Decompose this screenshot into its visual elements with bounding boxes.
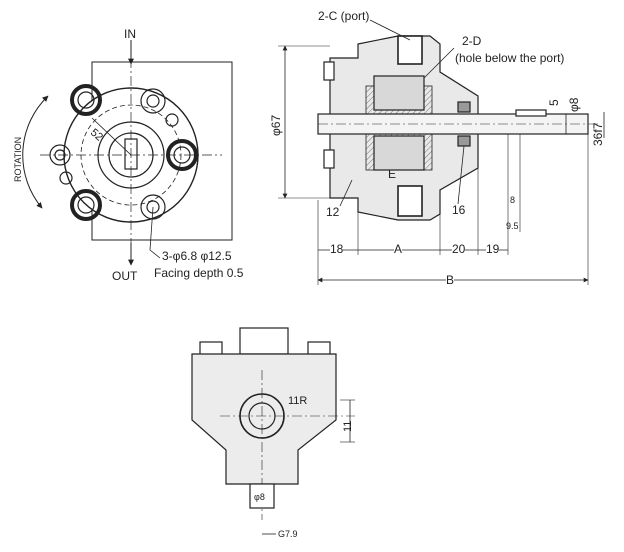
side-seal-lower <box>457 135 471 147</box>
ref-12: 12 <box>326 205 340 219</box>
rotation-arc <box>22 95 49 209</box>
port-leader <box>369 19 411 41</box>
dim-a: A <box>394 242 403 256</box>
side-port-top <box>397 35 423 65</box>
bottom-shaft <box>249 483 275 509</box>
in-label: IN <box>124 27 136 41</box>
side-gear-lower <box>373 135 425 171</box>
bottom-shaft-dia: φ8 <box>254 492 265 502</box>
front-port-bottom-left <box>70 189 102 221</box>
facing-note: Facing depth 0.5 <box>154 266 244 280</box>
small-95: 9.5 <box>506 221 519 231</box>
out-label: OUT <box>112 269 138 283</box>
port-label: 2-C (port) <box>318 9 370 23</box>
side-port-bottom <box>397 185 423 217</box>
bottom-shaft-tol: G7.9 <box>278 529 298 539</box>
front-small-hole-1 <box>165 113 179 127</box>
side-bolt-top <box>323 61 335 81</box>
dia-body-label: φ67 <box>269 114 283 136</box>
side-view <box>278 19 605 285</box>
radius-label: 11R <box>288 395 308 407</box>
front-port-right <box>166 139 198 171</box>
shaft-dim-label: 36f7 <box>591 122 605 146</box>
small-8: 8 <box>510 195 516 205</box>
ref-12-leader <box>339 179 353 207</box>
front-small-hole-2 <box>59 171 73 185</box>
hole-note: (hole below the port) <box>455 51 565 65</box>
ref-16-leader <box>457 145 465 205</box>
side-shaft-key <box>515 109 547 117</box>
shaft-key-label: 5 <box>547 99 561 106</box>
bottom-body <box>191 353 337 485</box>
front-bolt-hole-bottom-right <box>140 194 166 220</box>
label-e: E <box>388 167 397 181</box>
dim-b: B <box>446 273 455 287</box>
side-seal-upper <box>457 101 471 113</box>
holes-note: 3-φ6.8 φ12.5 <box>162 249 232 263</box>
bottom-view <box>191 327 355 535</box>
front-view <box>22 40 233 266</box>
dim-19: 19 <box>486 242 500 256</box>
side-bolt-bottom <box>323 149 335 169</box>
hole-note-leader <box>149 206 161 259</box>
dia-shaft-label: φ8 <box>567 97 581 112</box>
dim-18: 18 <box>330 242 344 256</box>
hole-label: 2-D <box>462 34 482 48</box>
front-bolt-hole-left <box>49 144 71 166</box>
dim-11: 11 <box>342 420 354 432</box>
bottom-mount-boss <box>239 327 289 355</box>
front-bolt-hole-top-right <box>140 88 166 114</box>
hole-leader <box>423 47 455 79</box>
front-port-top-left <box>70 84 102 116</box>
side-gear-upper <box>373 75 425 111</box>
rotation-label: ROTATION <box>13 136 23 182</box>
ref-16: 16 <box>452 203 466 217</box>
dim-20: 20 <box>452 242 466 256</box>
bolt-circle-leader <box>91 117 132 156</box>
